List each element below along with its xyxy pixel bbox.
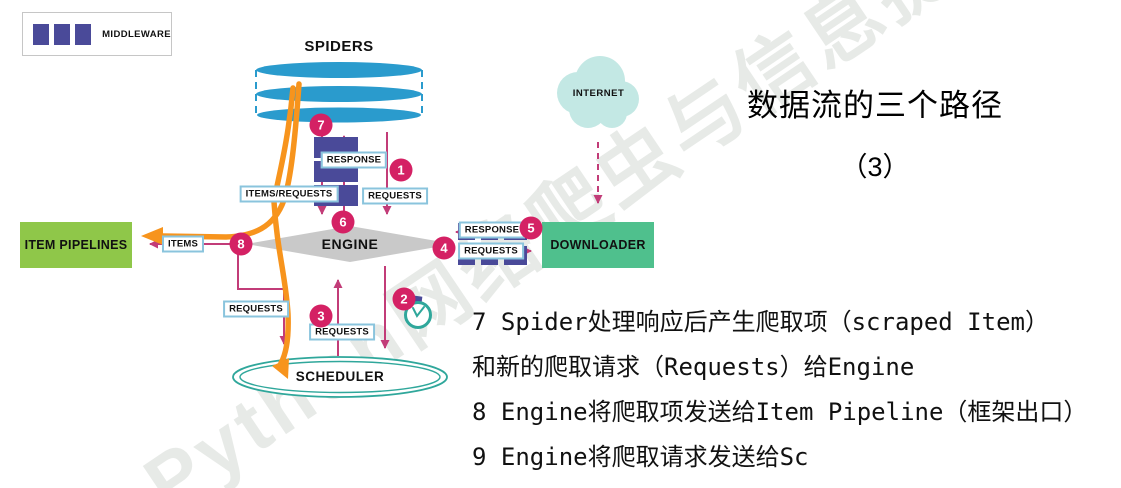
highlight-path-orange — [141, 81, 302, 379]
flow-label-response-spider: RESPONSE — [320, 151, 388, 169]
internet-cloud-shape — [557, 56, 639, 128]
flow-label-requests-scheduler-left: REQUESTS — [223, 300, 289, 318]
middleware-legend-label: MIDDLEWARE — [102, 28, 172, 40]
flow-label-items-requests: ITEMS/REQUESTS — [239, 185, 339, 203]
note-line-3: 8 Engine将爬取项发送给Item Pipeline（框架出口） — [472, 398, 1088, 426]
slide-title: 数据流的三个路径 — [747, 88, 1003, 123]
step-badge-7: 7 — [309, 113, 333, 137]
step-badge-5: 5 — [519, 216, 543, 240]
step-badge-1: 1 — [389, 158, 413, 182]
middleware-square-icon — [54, 23, 71, 45]
notes-block: 7 Spider处理响应后产生爬取项（scraped Item） 和新的爬取请求… — [472, 300, 1121, 480]
spiders-cylinder-shape — [255, 62, 423, 123]
flow-label-requests-spider: REQUESTS — [362, 187, 428, 205]
middleware-square-icon — [75, 23, 92, 45]
item-pipelines-node: ITEM PIPELINES — [20, 222, 132, 268]
note-line-1: 7 Spider处理响应后产生爬取项（scraped Item） — [472, 308, 1049, 336]
engine-diamond-shape — [246, 226, 454, 262]
step-badge-4: 4 — [432, 236, 456, 260]
engine-node-label: ENGINE — [321, 236, 379, 252]
step-badge-3: 3 — [309, 304, 333, 328]
downloader-node: DOWNLOADER — [542, 222, 654, 268]
flow-label-requests-downloader: REQUESTS — [458, 242, 524, 260]
flow-label-items: ITEMS — [161, 235, 205, 253]
step-badge-6: 6 — [331, 210, 355, 234]
internet-node-label: INTERNET — [572, 88, 625, 99]
spiders-node-label: SPIDERS — [304, 38, 374, 55]
middleware-legend: MIDDLEWARE — [22, 12, 172, 56]
note-line-4: 9 Engine将爬取请求发送给Sc — [472, 443, 809, 471]
arrowhead-to-scheduler — [272, 358, 289, 379]
scheduler-node-label: SCHEDULER — [295, 369, 385, 384]
step-badge-8: 8 — [229, 232, 253, 256]
flow-label-requests-scheduler-right: REQUESTS — [309, 323, 375, 341]
arrowhead-to-item-pipelines — [141, 227, 163, 245]
slide-title-block: 数据流的三个路径 （3） — [690, 80, 1060, 184]
middleware-square-icon — [33, 23, 50, 45]
note-line-2: 和新的爬取请求（Requests）给Engine — [472, 353, 915, 381]
step-badge-2: 2 — [392, 287, 416, 311]
slide-title-number: （3） — [840, 152, 910, 182]
flow-label-response-downloader: RESPONSE — [458, 221, 526, 239]
